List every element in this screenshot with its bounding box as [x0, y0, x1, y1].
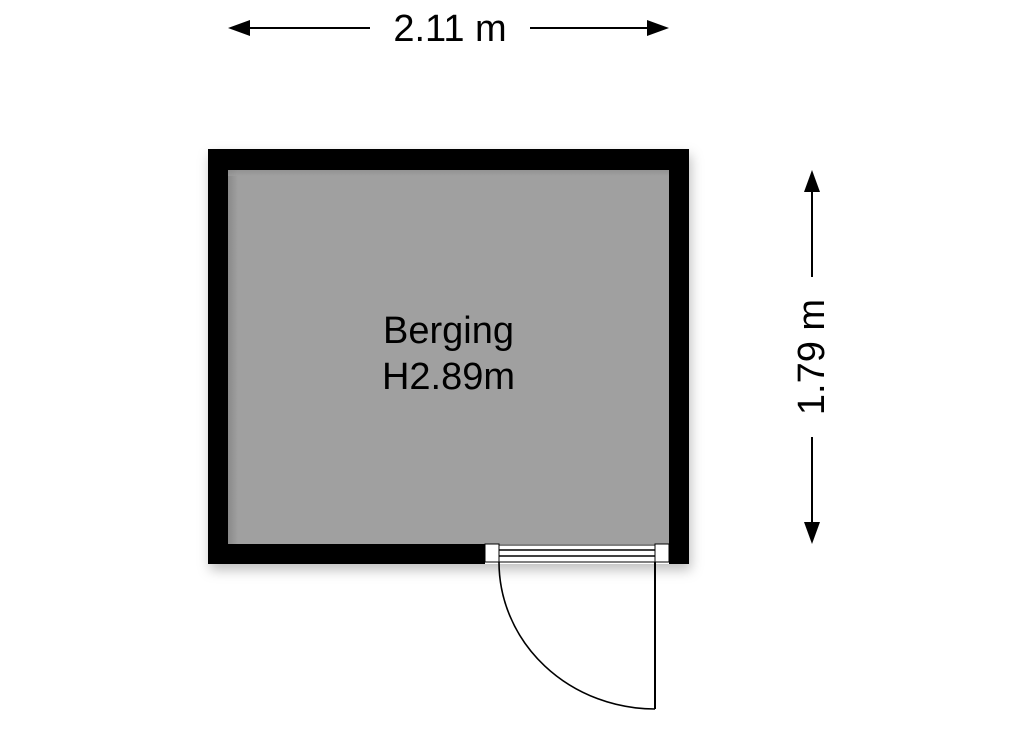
depth-dimension-label: 1.79 m: [790, 277, 834, 437]
room-label: Berging H2.89m: [228, 308, 669, 400]
depth-dimension-arrow-icon: [804, 170, 820, 544]
room-floor: [228, 170, 669, 544]
width-dimension-arrow-icon: [228, 20, 669, 36]
room-height: H2.89m: [381, 356, 516, 398]
door-swing-icon: [498, 561, 656, 710]
door-opening: [484, 543, 689, 564]
width-dimension-label: 2.11 m: [370, 7, 530, 51]
room-name: Berging: [383, 310, 514, 352]
